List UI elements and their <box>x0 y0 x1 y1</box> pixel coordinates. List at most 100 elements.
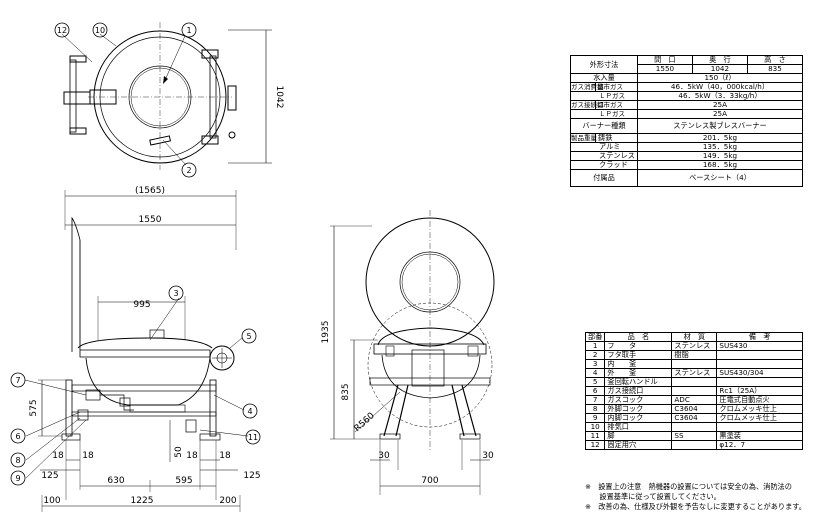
callout-2: 2 <box>186 166 191 175</box>
dim-125-right: 125 <box>243 471 260 481</box>
part-mat: 樹脂 <box>671 350 718 360</box>
dim-18-right: 18 <box>186 451 198 461</box>
dim-18-left2: 18 <box>82 451 94 461</box>
dim-125-left: 125 <box>41 471 58 481</box>
dim-1565: (1565) <box>135 186 165 196</box>
spec-w-iron: 鋳鉄 <box>595 134 612 142</box>
callout-6: 6 <box>15 432 20 441</box>
note-2: 設置基準に従って設置してください。 <box>585 492 721 501</box>
spec-h-width: 間 口 <box>636 55 693 65</box>
part-no: 11 <box>584 431 606 441</box>
spec-water-v: 150（ℓ） <box>636 73 804 83</box>
part-note: Rc1（25A） <box>716 386 803 396</box>
part-mat <box>671 440 718 450</box>
spec-gas-use: ガス消費量都市ガス <box>570 82 638 92</box>
spec-v-height: 835 <box>746 64 804 74</box>
dim-995: 995 <box>133 300 150 310</box>
callout-9: 9 <box>15 474 20 483</box>
parts-h-no: 部番 <box>584 332 606 342</box>
part-note: SUS430 <box>716 341 803 351</box>
part-name: 内 釜 <box>604 359 673 369</box>
part-note: SUS430/304 <box>716 368 803 378</box>
dim-30-left: 30 <box>378 451 390 461</box>
part-mat: ステンレス <box>671 368 718 378</box>
part-note: クロムメッキ仕上 <box>716 404 803 414</box>
part-mat <box>671 377 718 387</box>
callout-12: 12 <box>57 26 67 35</box>
dim-100: 100 <box>43 496 60 506</box>
dim-575: 575 <box>29 399 39 416</box>
part-name: 排気口 <box>604 422 673 432</box>
part-note: クロムメッキ仕上 <box>716 413 803 423</box>
dim-1042: 1042 <box>274 86 284 109</box>
spec-w-alu: アルミ <box>570 142 638 152</box>
note-3: ※ 改善の為、仕様及び外観を予告なしに変更することがあります。 <box>585 502 806 511</box>
callout-4: 4 <box>247 407 252 416</box>
callout-1: 1 <box>186 26 191 35</box>
dim-1550: 1550 <box>139 215 162 225</box>
spec-water: 水入量 <box>570 73 638 83</box>
part-name: 外脚コック <box>604 404 673 414</box>
dim-18-left: 18 <box>52 451 64 461</box>
spec-v-depth: 1042 <box>691 64 748 74</box>
spec-w-clad: クラッド <box>570 160 638 170</box>
spec-w-sus-v: 149．5kg <box>636 151 804 161</box>
spec-burner-v: ステンレス製ブレスバーナー <box>636 118 804 134</box>
part-no: 10 <box>584 422 606 432</box>
part-name: ガスコック <box>604 395 673 405</box>
spec-w-clad-v: 168．5kg <box>636 160 804 170</box>
part-note <box>716 377 803 387</box>
part-no: 5 <box>584 377 606 387</box>
part-mat: C3604 <box>671 413 718 423</box>
part-name: 内脚コック <box>604 413 673 423</box>
spec-city-gas-2: 都市ガス <box>595 101 623 109</box>
spec-gas-conn: ガス接続口都市ガス <box>570 100 638 110</box>
dim-18-right2: 18 <box>219 451 231 461</box>
note-1: ※ 設置上の注意 熱機器の設置については安全の為、消防法の <box>585 482 792 491</box>
top-view <box>61 22 272 170</box>
part-mat: C3604 <box>671 404 718 414</box>
dim-630: 630 <box>107 476 124 486</box>
side-view <box>330 210 495 495</box>
part-note <box>716 422 803 432</box>
spec-burner: バーナー種類 <box>570 118 638 134</box>
callout-3: 3 <box>173 289 178 298</box>
dim-835: 835 <box>341 383 351 400</box>
spec-lp-gas: ＬＰガス <box>570 91 638 101</box>
dim-30-right: 30 <box>482 451 494 461</box>
dim-r560: R560 <box>353 411 377 434</box>
part-name: フ タ <box>604 341 673 351</box>
part-name: 固定用穴 <box>604 440 673 450</box>
spec-weight: 製品重量 <box>571 134 597 142</box>
part-no: 7 <box>584 395 606 405</box>
part-no: 4 <box>584 368 606 378</box>
part-no: 1 <box>584 341 606 351</box>
callout-11: 11 <box>248 433 258 442</box>
part-mat <box>671 359 718 369</box>
part-no: 6 <box>584 386 606 396</box>
callout-10: 10 <box>95 26 105 35</box>
part-name: フタ取手 <box>604 350 673 360</box>
notes: ※ 設置上の注意 熱機器の設置については安全の為、消防法の 設置基準に従って設置… <box>585 482 813 512</box>
part-note: 圧電式自動点火 <box>716 395 803 405</box>
part-note: 黒塗装 <box>716 431 803 441</box>
callout-7: 7 <box>15 376 20 385</box>
callout-8: 8 <box>15 456 20 465</box>
part-no: 9 <box>584 413 606 423</box>
part-mat: ADC <box>671 395 718 405</box>
spec-lp-gas-2: ＬＰガス <box>570 109 638 119</box>
spec-city-gas: 都市ガス <box>595 83 623 91</box>
part-name: 脚 <box>604 431 673 441</box>
dim-1935: 1935 <box>321 321 331 344</box>
